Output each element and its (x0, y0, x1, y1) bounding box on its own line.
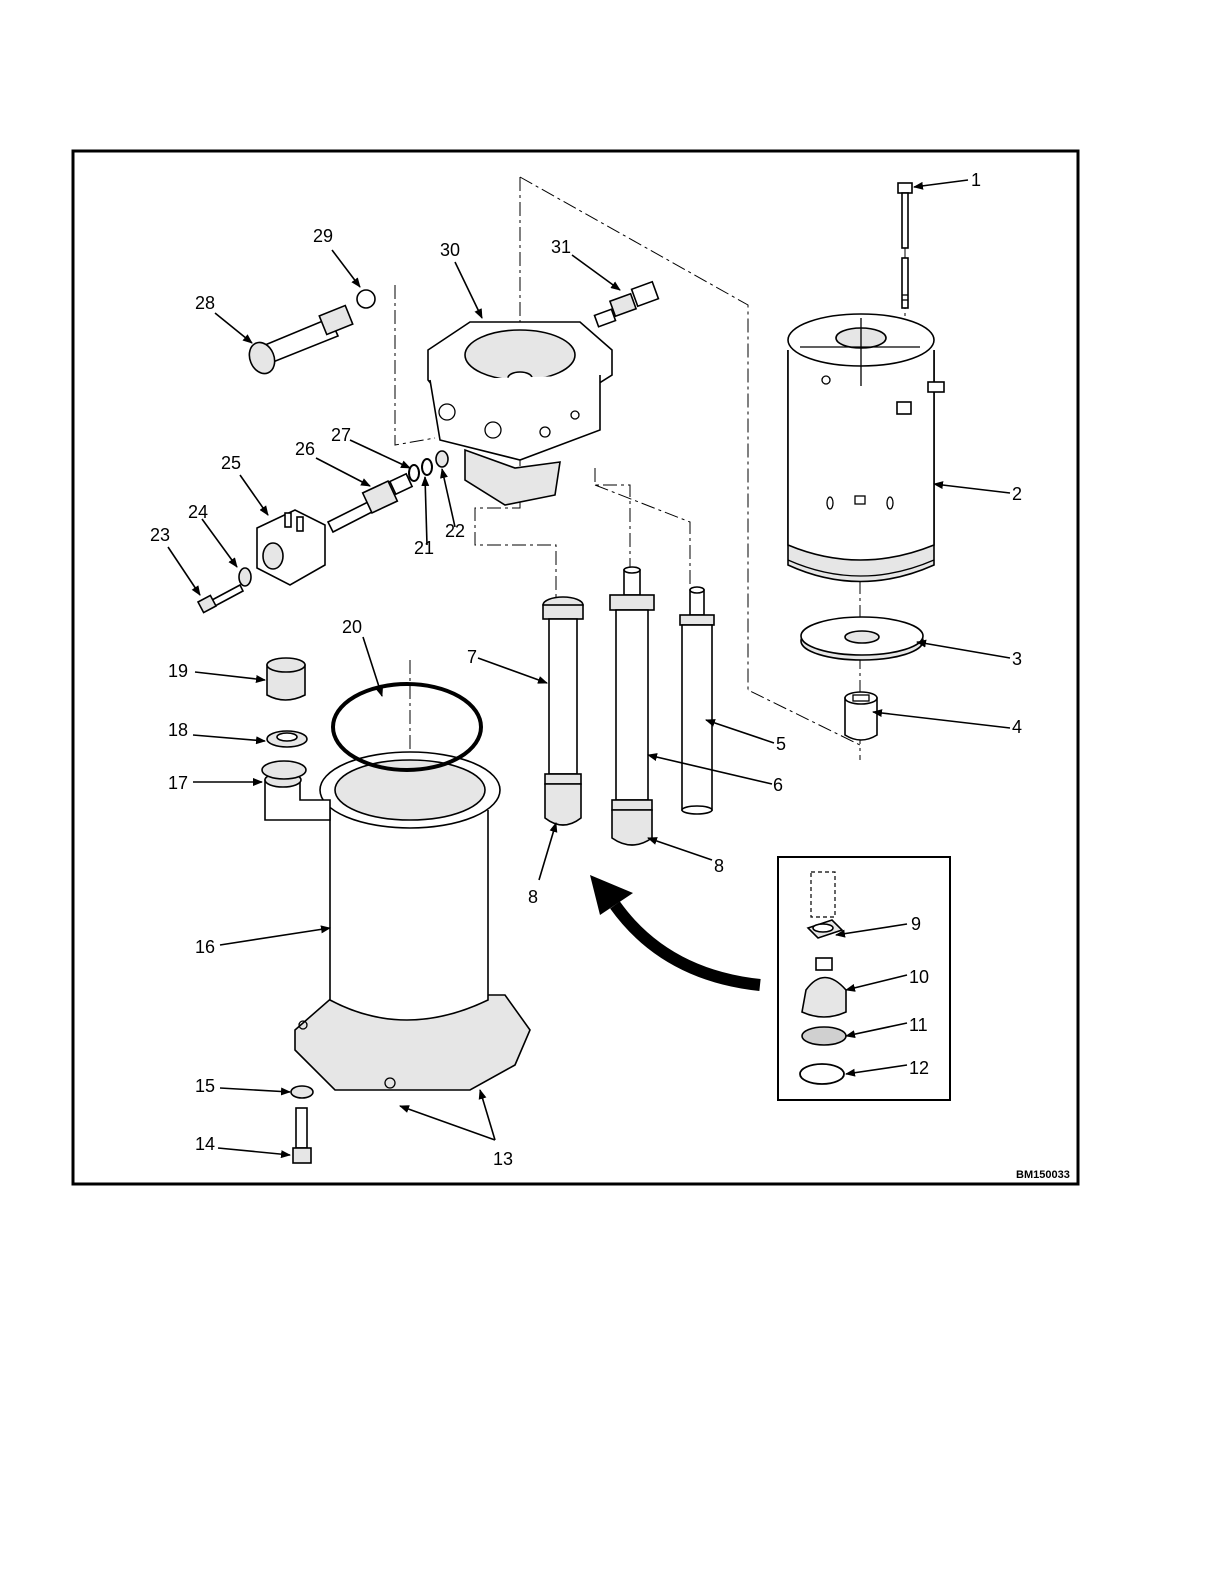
seal-part-18 (267, 731, 307, 747)
callout-27: 27 (331, 425, 351, 445)
callout-15: 15 (195, 1076, 215, 1096)
screen-part-11 (802, 1027, 846, 1045)
callout-28: 28 (195, 293, 215, 313)
plug-part-22 (436, 451, 448, 467)
callout-25: 25 (221, 453, 241, 473)
callout-14: 14 (195, 1134, 215, 1154)
callout-30: 30 (440, 240, 460, 260)
callout-13: 13 (493, 1149, 513, 1169)
fitting-part-17 (262, 761, 306, 779)
screw-part-14 (293, 1108, 311, 1163)
foot-valve-part-10 (802, 958, 846, 1017)
suction-tube-part-5 (680, 587, 714, 814)
washer-part-15 (291, 1086, 313, 1098)
coupling-part-4 (845, 692, 877, 740)
callout-10: 10 (909, 967, 929, 987)
callout-5: 5 (776, 734, 786, 754)
callout-12: 12 (909, 1058, 929, 1078)
callout-23: 23 (150, 525, 170, 545)
callout-8b: 8 (714, 856, 724, 876)
screw-part-23 (198, 585, 243, 613)
fitting-part-31 (594, 282, 658, 327)
callout-8a: 8 (528, 887, 538, 907)
callout-24: 24 (188, 502, 208, 522)
inset-tube-stub (811, 872, 835, 917)
pressure-tube-part-7 (543, 597, 583, 825)
callout-17: 17 (168, 773, 188, 793)
gasket-part-3 (801, 617, 923, 660)
detail-pointer-arrow (615, 905, 760, 985)
callout-11: 11 (909, 1015, 928, 1035)
callout-31: 31 (551, 237, 571, 257)
reservoir-part-16 (265, 752, 530, 1090)
valve-cartridge-part-28 (245, 305, 353, 377)
o-ring-part-27 (409, 465, 419, 481)
callout-9: 9 (911, 914, 921, 934)
cartridge-part-26 (328, 474, 412, 532)
callout-7: 7 (467, 647, 477, 667)
callout-2: 2 (1012, 484, 1022, 504)
motor-part-2 (788, 314, 944, 582)
callout-16: 16 (195, 937, 215, 957)
figure-id: BM150033 (1016, 1169, 1070, 1181)
callout-21: 21 (414, 538, 434, 558)
callout-20: 20 (342, 617, 362, 637)
snap-ring-part-12 (800, 1064, 844, 1084)
callout-3: 3 (1012, 649, 1022, 669)
callout-4: 4 (1012, 717, 1022, 737)
callout-1: 1 (971, 170, 981, 190)
callout-6: 6 (773, 775, 783, 795)
callout-29: 29 (313, 226, 333, 246)
ball-part-29 (357, 290, 375, 308)
callout-19: 19 (168, 661, 188, 681)
solenoid-coil-part-25 (257, 510, 325, 585)
breather-cap-part-19 (267, 658, 305, 700)
callout-22: 22 (445, 521, 465, 541)
callout-18: 18 (168, 720, 188, 740)
o-ring-part-21 (422, 459, 432, 475)
return-tube-part-6 (610, 567, 654, 845)
pump-manifold-part-30 (428, 322, 612, 505)
callout-26: 26 (295, 439, 315, 459)
washer-part-24 (239, 568, 251, 586)
